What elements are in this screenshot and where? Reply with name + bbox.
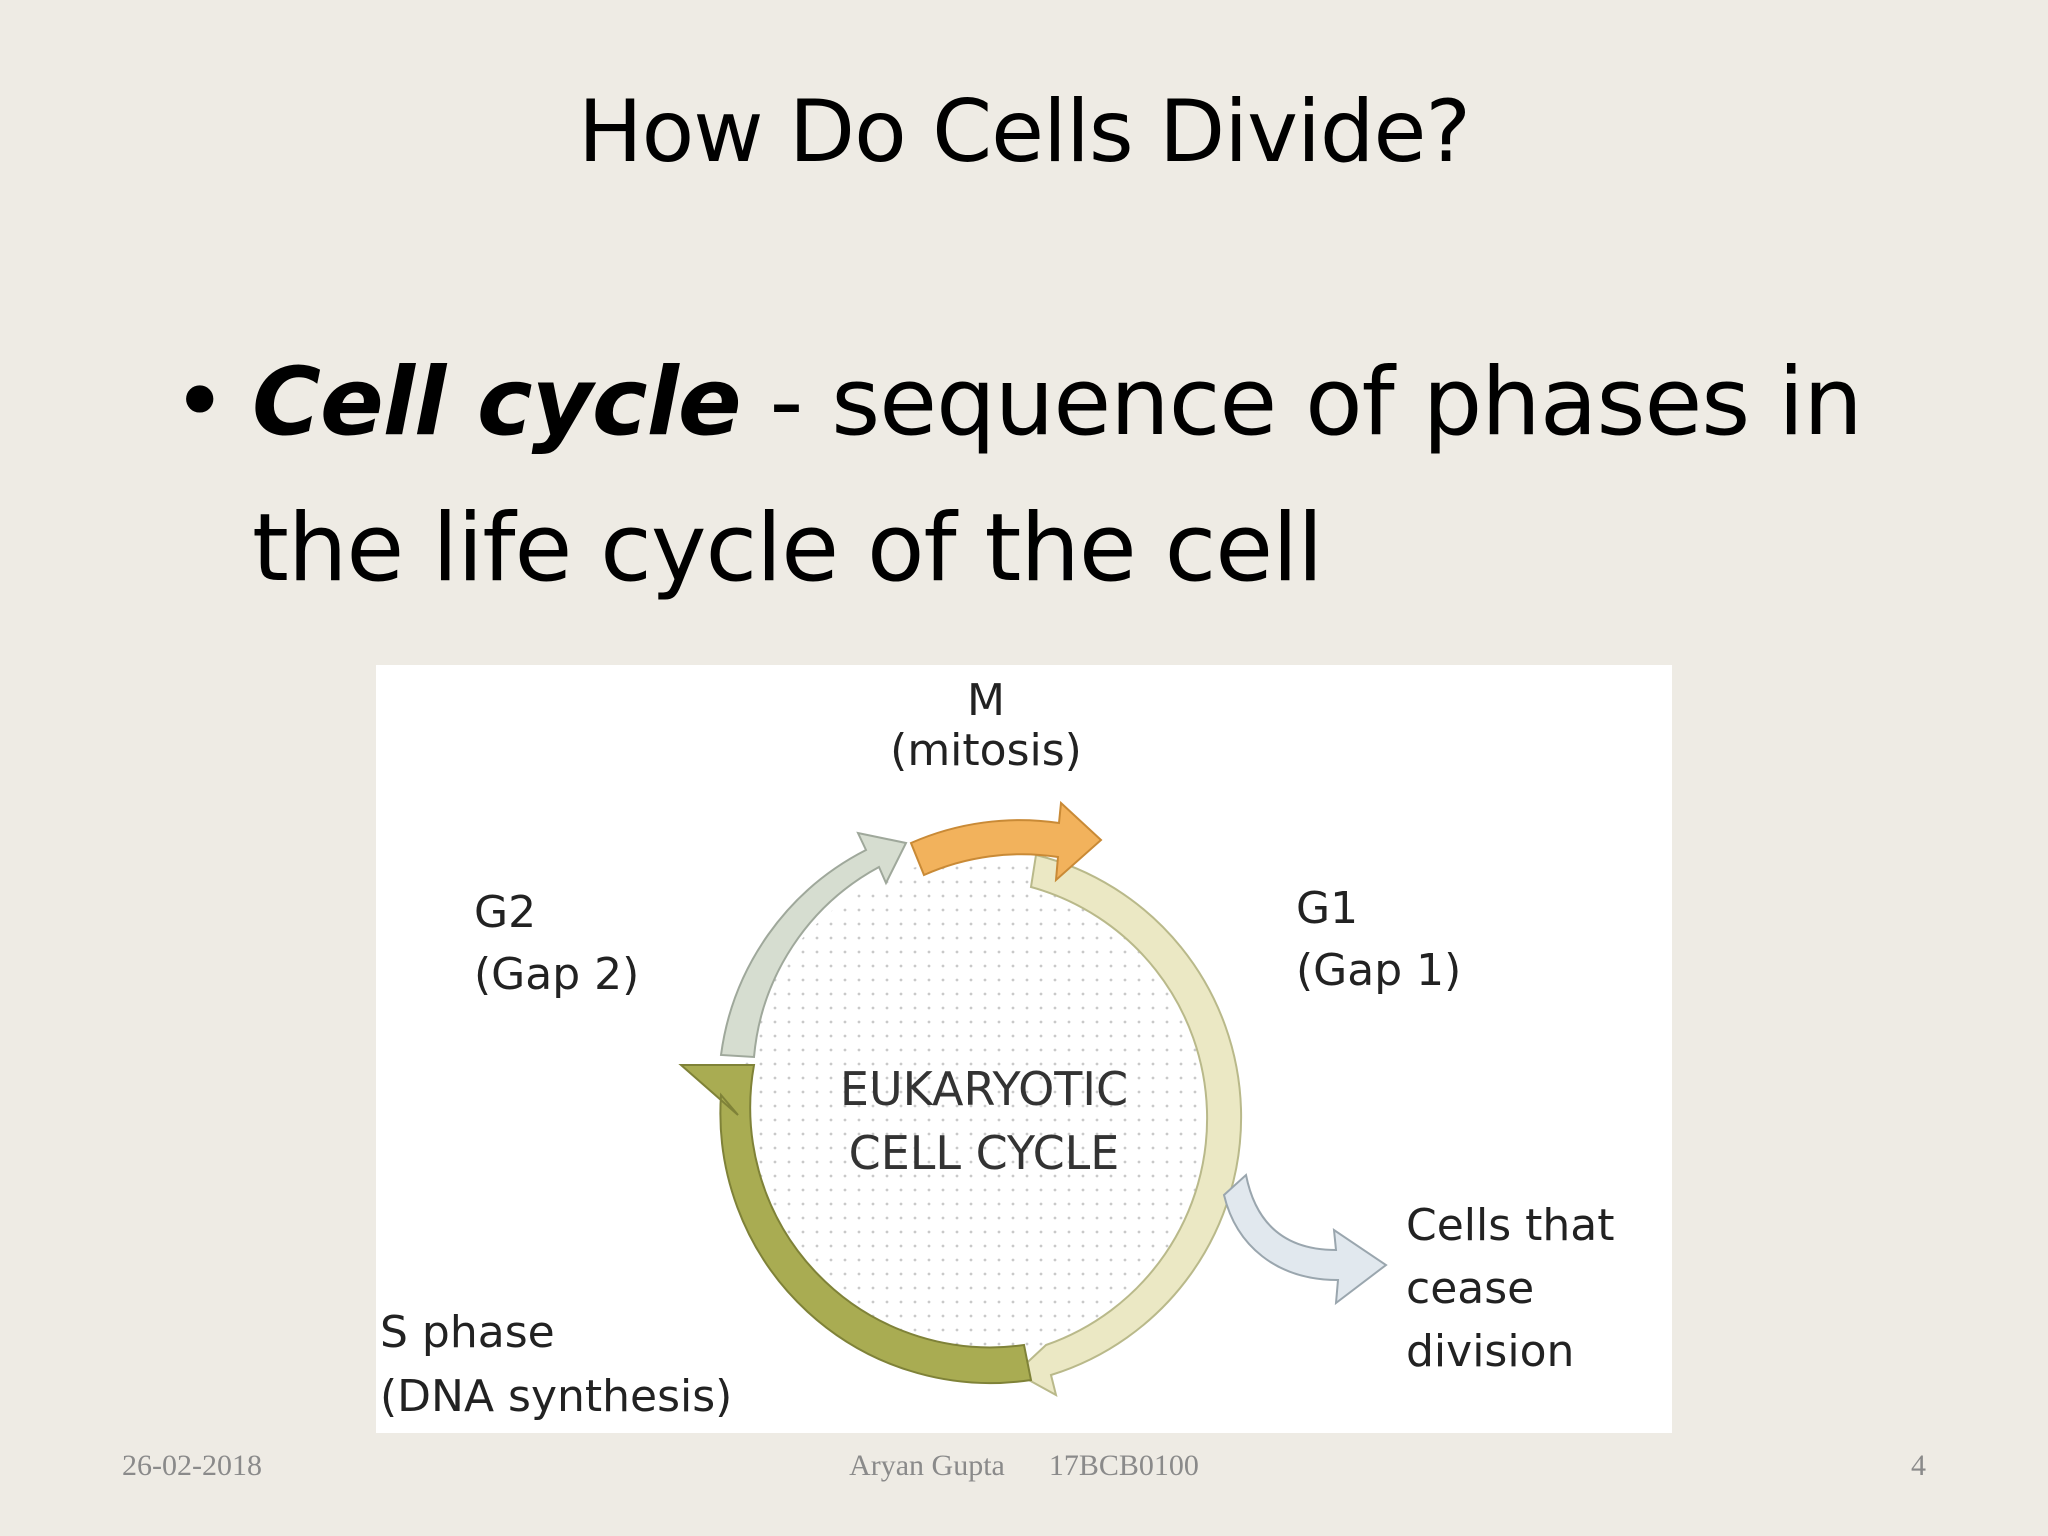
cell-cycle-diagram: M (mitosis) G1 (Gap 1) G2 (Gap 2) S phas… <box>376 665 1672 1433</box>
s-phase-detail: (DNA synthesis) <box>380 1371 732 1422</box>
m-arrow <box>909 800 1103 883</box>
footer-author-block: Aryan Gupta 17BCB0100 <box>0 1448 2048 1484</box>
g1-label: G1 <box>1296 883 1358 934</box>
bullet-term: Cell cycle <box>252 348 742 457</box>
footer-date: 26-02-2018 <box>122 1449 262 1482</box>
exit-label-line2: cease <box>1406 1263 1534 1314</box>
g2-detail: (Gap 2) <box>474 949 639 1000</box>
bullet-definition: - sequence of phases in the life cycle o… <box>252 348 1863 603</box>
footer-page-number: 4 <box>1911 1449 1926 1482</box>
cycle-interior <box>738 857 1234 1353</box>
g2-arrow <box>719 831 908 1059</box>
s-phase-label: S phase <box>380 1307 555 1358</box>
bullet-text: Cell cycle - sequence of phases in the l… <box>252 330 1912 622</box>
exit-label-line3: division <box>1406 1326 1574 1377</box>
exit-label-line1: Cells that <box>1406 1200 1615 1251</box>
exit-arrow <box>1222 1173 1388 1306</box>
bullet-marker: • <box>172 348 227 457</box>
cell-cycle-svg: M (mitosis) G1 (Gap 1) G2 (Gap 2) S phas… <box>380 675 1615 1422</box>
m-label: M <box>967 675 1005 726</box>
center-label-line2: CELL CYCLE <box>849 1126 1120 1180</box>
s-phase-arrow <box>678 1064 1033 1385</box>
m-detail: (mitosis) <box>890 725 1082 776</box>
slide-title: How Do Cells Divide? <box>577 82 1471 182</box>
bullet-point: • Cell cycle - sequence of phases in the… <box>172 330 1912 622</box>
g2-label: G2 <box>474 887 536 938</box>
footer-author: Aryan Gupta <box>849 1449 1005 1482</box>
g1-detail: (Gap 1) <box>1296 945 1461 996</box>
center-label-line1: EUKARYOTIC <box>840 1062 1128 1116</box>
g1-arrow <box>1014 853 1243 1397</box>
footer-id: 17BCB0100 <box>1048 1449 1199 1482</box>
